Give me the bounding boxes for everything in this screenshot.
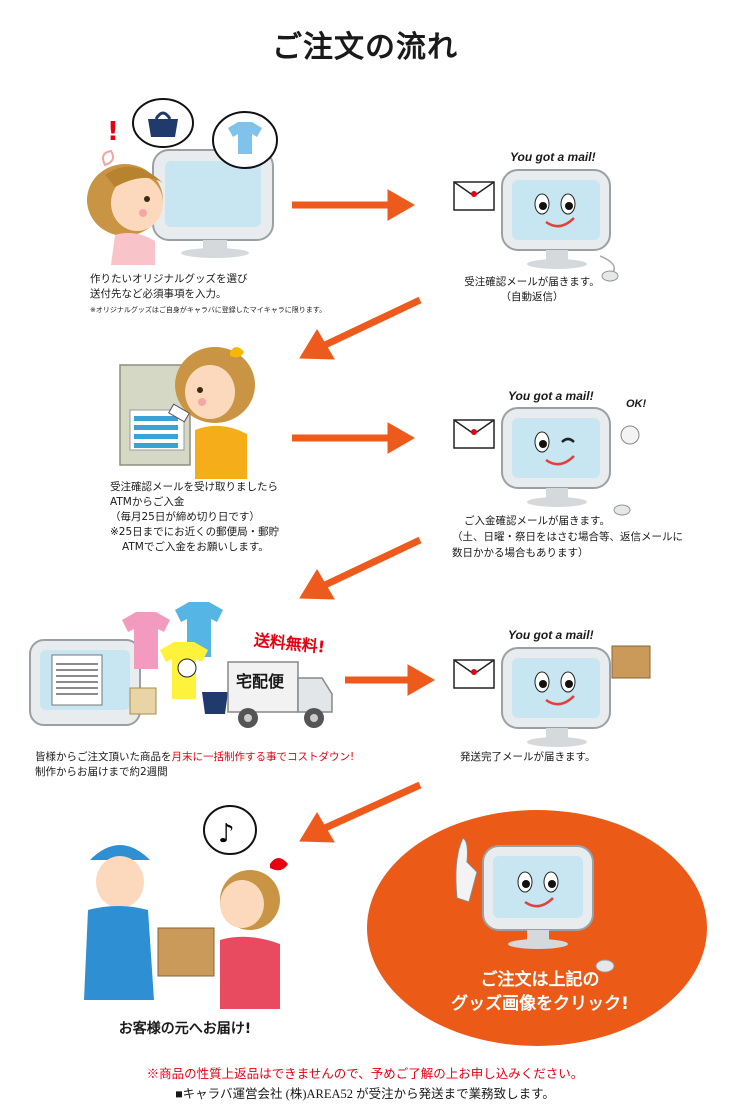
exclamation-icon: ! xyxy=(107,117,119,147)
arrow-down-left-1 xyxy=(299,296,422,360)
tote-bag-icon xyxy=(148,119,178,137)
delivery-truck xyxy=(227,661,333,728)
order-caption-line1: 作りたいオリジナルグッズを選び xyxy=(90,273,248,285)
parcel-box-icon xyxy=(611,645,651,679)
order-illustration[interactable]: ! xyxy=(85,95,305,265)
thumbs-up-hand xyxy=(620,425,640,445)
page-title: ご注文の流れ xyxy=(272,30,458,65)
payment-mail-caption-line1: ご入金確認メールが届きます。 xyxy=(464,515,610,527)
order-mail-caption-line1: 受注確認メールが届きます。 xyxy=(464,276,600,288)
delivered-caption: お客様の元へお届け! xyxy=(118,1021,252,1037)
envelope-icon-2 xyxy=(453,419,495,449)
arrow-right-3 xyxy=(345,664,436,696)
mouse-icon xyxy=(601,270,619,282)
cta-line2: グッズ画像をクリック! xyxy=(451,994,629,1014)
payment-illustration[interactable] xyxy=(110,340,260,480)
ok-label: OK! xyxy=(626,398,647,410)
mouse-icon-2 xyxy=(613,504,631,516)
production-caption-line1: 皆様からご注文頂いた商品を月末に一括制作する事でコストダウン! xyxy=(35,750,354,765)
payment-caption-line2: ATMからご入金 xyxy=(110,496,185,508)
music-note-icon: ♪ xyxy=(218,819,235,849)
arrow-down-left-3 xyxy=(299,781,422,843)
payment-mail-caption-line2: （土、日曜・祭日をはさむ場合等、返信メールに xyxy=(452,531,683,543)
order-note: ※オリジナルグッズはご自身がキャラバに登録したマイキャラに限ります。 xyxy=(90,306,327,314)
mail-monitor-2 xyxy=(453,407,640,516)
payment-caption-line4: ※25日までにお近くの郵便局・郵貯 xyxy=(110,526,280,538)
cta-circle[interactable] xyxy=(365,808,710,1048)
payment-mail-caption-line3: 数日かかる場合もあります） xyxy=(452,547,589,559)
truck-label: 宅配便 xyxy=(236,672,285,691)
parcel-box-handover xyxy=(157,927,215,977)
mail-monitor-3 xyxy=(453,645,651,747)
arrow-down-left-2 xyxy=(299,536,422,600)
company-notice: ■キャラバ運営会社 (株)AREA52 が受注から発送まで業務致します。 xyxy=(175,1087,555,1101)
envelope-icon xyxy=(453,181,495,211)
mail-label-3: You got a mail! xyxy=(508,628,594,642)
thought-bubble-tshirt xyxy=(212,111,278,169)
return-notice: ※商品の性質上返品はできませんので、予めご了解の上お申し込みください。 xyxy=(146,1067,584,1081)
order-caption-line2: 送付先など必須事項を入力。 xyxy=(90,288,227,300)
mail-label-2: You got a mail! xyxy=(508,389,594,403)
payment-caption-line3: （毎月25日が締め切り日です） xyxy=(110,511,260,523)
production-caption-line2: 制作からお届けまで約2週間 xyxy=(35,766,168,778)
cta-line1: ご注文は上記の xyxy=(480,970,600,990)
thought-bubble-bag xyxy=(132,98,194,148)
mail-label-1: You got a mail! xyxy=(510,150,596,164)
payment-caption-line1: 受注確認メールを受け取りましたら xyxy=(110,481,278,493)
cta-text[interactable]: ご注文は上記の グッズ画像をクリック! xyxy=(390,968,690,1016)
mouse-icon-cta xyxy=(595,959,615,973)
order-mail-caption-line2: （自動返信） xyxy=(500,291,564,303)
production-caption-prefix: 皆様からご注文頂いた商品を xyxy=(35,751,172,763)
payment-caption-line5: ATMでご入金をお願いします。 xyxy=(122,541,269,553)
tshirt-icon xyxy=(228,122,262,154)
arrow-right-1 xyxy=(292,189,416,221)
arrow-right-2 xyxy=(292,422,416,454)
delivery-illustration[interactable]: ♪ xyxy=(80,800,310,1015)
panda-icon xyxy=(177,658,197,678)
production-illustration[interactable] xyxy=(29,600,350,740)
ship-mail-caption-line1: 発送完了メールが届きます。 xyxy=(460,751,596,763)
envelope-icon-3 xyxy=(453,659,495,689)
mail-monitor-1 xyxy=(453,169,619,282)
production-caption-highlight: 月末に一括制作する事でコストダウン! xyxy=(171,751,355,763)
pointing-hand-icon xyxy=(455,837,478,903)
